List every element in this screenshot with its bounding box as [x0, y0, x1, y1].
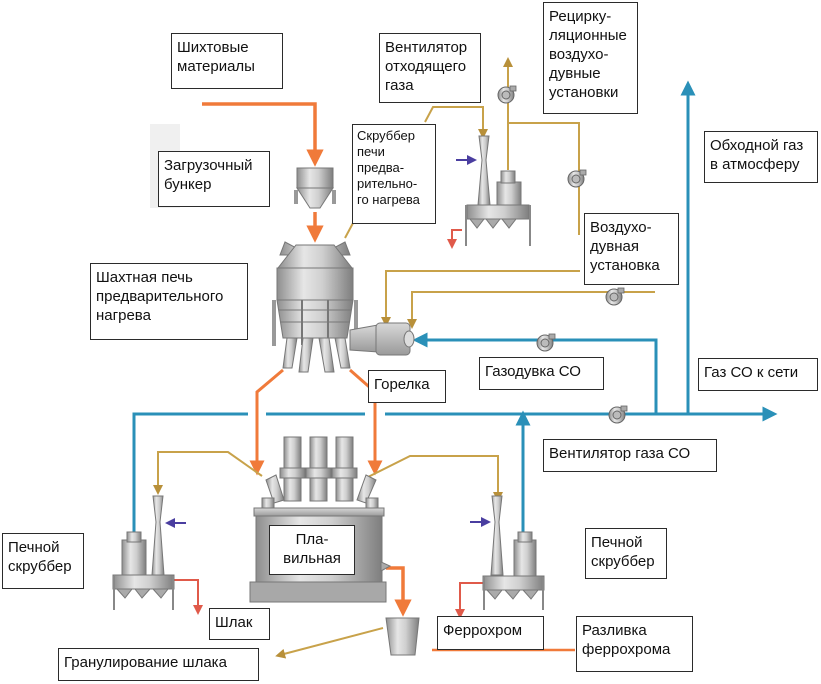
label-charge-materials: Шихтовые материалы	[171, 33, 283, 89]
co-to-burner-line	[412, 332, 658, 414]
label-bypass-gas: Обходной газ в атмосферу	[704, 131, 818, 183]
air-to-burner-line	[407, 291, 655, 329]
air-blower-icon	[605, 287, 625, 306]
ladle-icon	[385, 617, 420, 656]
furnace-to-smelter-left-line	[249, 368, 284, 476]
label-smelting-furnace: Пла- вильная	[269, 525, 355, 575]
water-inlets	[165, 155, 491, 528]
shaft-furnace-icon	[272, 241, 358, 373]
label-charging-hopper: Загрузочный бункер	[158, 151, 270, 207]
charging-hopper-icon	[294, 167, 336, 209]
right-scrubber-sludge	[455, 582, 483, 619]
smelting-furnace-icon	[249, 436, 392, 603]
label-recirculation-blowers: Рецирку- ляционные воздухо- дувные устан…	[543, 2, 638, 114]
co-blower-icon	[536, 333, 556, 352]
label-right-scrubber: Печной скруббер	[585, 528, 667, 579]
right-scrubber-icon	[482, 495, 545, 610]
label-exhaust-fan: Вентилятор отходящего газа	[379, 33, 481, 103]
label-slag: Шлак	[209, 608, 270, 640]
label-blower-unit: Воздухо- дувная установка	[584, 213, 679, 285]
exhaust-to-scrubber-line	[424, 106, 488, 139]
recirculation-branch-line	[508, 122, 580, 235]
exhaust-fan-icon	[497, 85, 517, 104]
left-scrubber-icon	[112, 495, 175, 610]
left-scrubber-co-line	[132, 412, 248, 537]
preheat-scrubber-sludge	[447, 229, 462, 249]
exhaust-gas-lines	[153, 57, 655, 659]
smelter-to-left-scrubber-line	[153, 451, 263, 495]
burner-icon	[349, 322, 415, 356]
co-gas-lines	[132, 80, 778, 537]
charge-feed-line	[202, 102, 324, 167]
preheat-scrubber-icon	[465, 135, 531, 246]
sludge-lines	[174, 229, 483, 619]
left-scrubber-sludge	[174, 579, 203, 615]
label-left-scrubber: Печной скруббер	[2, 533, 84, 589]
recirculation-fan-icon	[567, 169, 587, 188]
label-ferrochrome: Феррохром	[437, 616, 544, 650]
recirculation-to-burner-line	[381, 270, 580, 327]
label-ferrochrome-casting: Разливка феррохрома	[576, 616, 693, 672]
label-preheat-scrubber: Скруббер печи предва- рительно- го нагре…	[352, 124, 436, 224]
co-fan-icon	[608, 405, 628, 424]
label-co-blower: Газодувка СО	[479, 357, 604, 390]
tap-to-ladle-line	[386, 566, 412, 617]
label-shaft-furnace: Шахтная печь предварительного нагрева	[90, 263, 248, 340]
smelter-to-right-scrubber-line	[367, 455, 503, 502]
label-co-fan: Вентилятор газа СО	[543, 439, 717, 472]
label-slag-granulation: Гранулирование шлака	[58, 648, 259, 681]
label-burner: Горелка	[368, 370, 446, 403]
label-co-to-grid: Газ СО к сети	[698, 358, 818, 391]
slag-to-granulation-line	[275, 627, 384, 659]
